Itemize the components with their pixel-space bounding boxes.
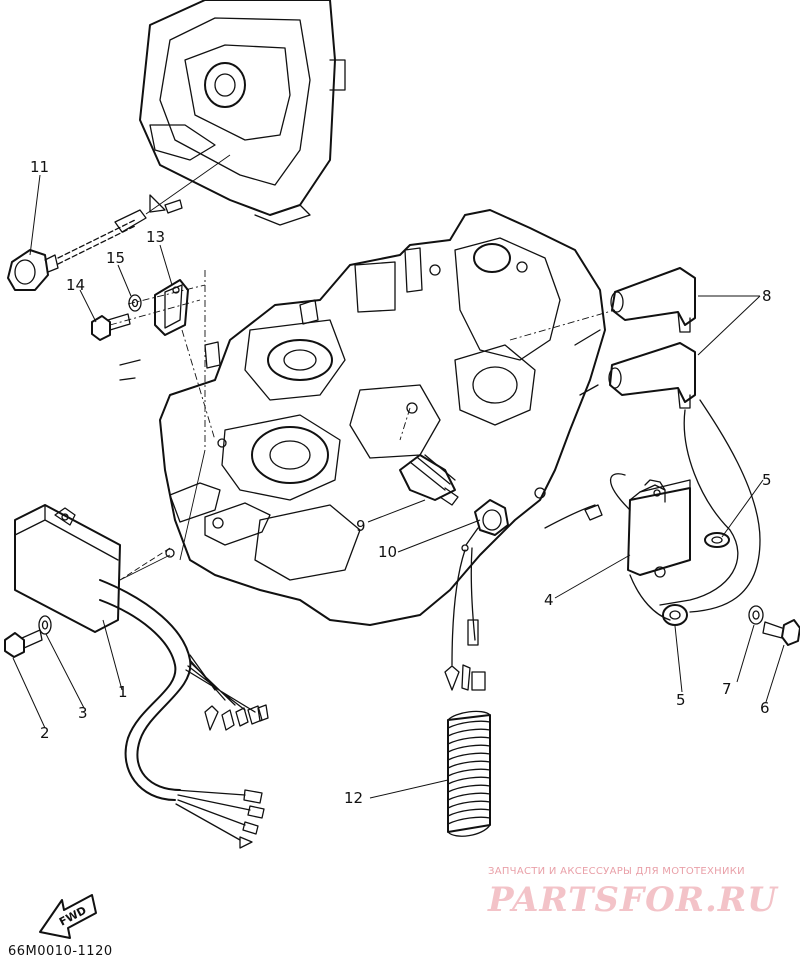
fwd-arrow-icon: FWD bbox=[39, 894, 97, 939]
hose-12 bbox=[447, 710, 491, 837]
callout-5a: 5 bbox=[762, 471, 772, 489]
bolt-14 bbox=[91, 313, 131, 341]
grommet-5-lower bbox=[662, 604, 688, 626]
hv-leads bbox=[629, 399, 761, 621]
engine-block bbox=[119, 209, 606, 626]
plug-cap-8 bbox=[608, 267, 696, 409]
washer-3 bbox=[38, 615, 52, 635]
callout-15: 15 bbox=[106, 249, 125, 267]
bolt-2 bbox=[4, 629, 43, 658]
leader-lines bbox=[12, 174, 785, 799]
reference-lines bbox=[109, 270, 616, 581]
bolt-6 bbox=[762, 619, 800, 646]
cdi-unit-1 bbox=[14, 504, 269, 849]
callout-14: 14 bbox=[66, 276, 85, 294]
callout-6: 6 bbox=[760, 699, 770, 717]
grommet-5-upper bbox=[704, 532, 730, 548]
callout-11: 11 bbox=[30, 158, 49, 176]
callout-7: 7 bbox=[722, 680, 732, 698]
callouts: 1 2 3 4 5 5 6 7 8 9 10 11 12 13 14 15 bbox=[30, 158, 772, 807]
callout-8: 8 bbox=[762, 287, 772, 305]
cap-10 bbox=[444, 499, 509, 691]
washer-7 bbox=[748, 605, 764, 625]
top-housing bbox=[139, 0, 346, 226]
callout-3: 3 bbox=[78, 704, 88, 722]
ignition-coil-4 bbox=[544, 473, 691, 578]
callout-13: 13 bbox=[146, 228, 165, 246]
callout-5b: 5 bbox=[676, 691, 686, 709]
diagram-code: 66M0010-1120 bbox=[8, 944, 113, 959]
callout-1: 1 bbox=[118, 683, 128, 701]
callout-9: 9 bbox=[356, 517, 366, 535]
callout-4: 4 bbox=[544, 591, 554, 609]
sensor-9 bbox=[399, 454, 459, 506]
callout-12: 12 bbox=[344, 789, 363, 807]
callout-10: 10 bbox=[378, 543, 397, 561]
sensor-11 bbox=[7, 154, 231, 291]
clamp-13 bbox=[154, 279, 189, 336]
callout-2: 2 bbox=[40, 724, 50, 742]
watermark-caption: ЗАПЧАСТИ И АКСЕССУАРЫ ДЛЯ МОТОТЕХНИКИ bbox=[488, 866, 745, 877]
watermark-logo: PARTSFOR.RU bbox=[488, 880, 778, 920]
